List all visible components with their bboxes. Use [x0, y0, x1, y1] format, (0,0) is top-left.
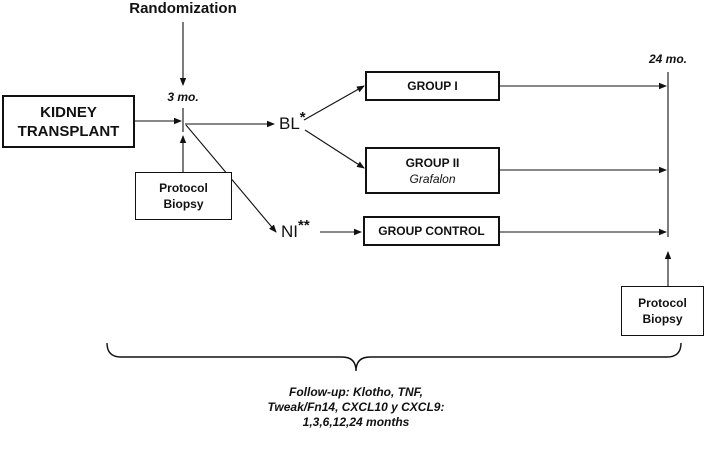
- followup-text: Follow-up: Klotho, TNF, Tweak/Fn14, CXCL…: [246, 385, 466, 430]
- kidney-transplant-line-2: TRANSPLANT: [17, 122, 120, 140]
- bl-to-group2-arrow: [304, 129, 365, 169]
- followup-line-1: Follow-up: Klotho, TNF,: [289, 385, 423, 399]
- kidney-transplant-box: KIDNEY TRANSPLANT: [2, 95, 135, 148]
- followup-line-2: Tweak/Fn14, CXCL10 y CXCL9:: [267, 400, 445, 414]
- followup-line-3: 1,3,6,12,24 months: [302, 415, 410, 429]
- group2-drug-label: Grafalon: [409, 171, 456, 186]
- protocol-biopsy-right-box: Protocol Biopsy: [621, 286, 704, 336]
- timepoint-3-label: 3 mo.: [167, 90, 199, 104]
- ni-label: NI: [281, 222, 298, 241]
- bl-label: BL: [279, 114, 300, 133]
- group1-label: GROUP I: [407, 79, 458, 93]
- protocol-biopsy-left-line-1: Protocol: [159, 181, 208, 195]
- group1-box: GROUP I: [365, 71, 500, 101]
- protocol-biopsy-right-line-1: Protocol: [638, 296, 687, 310]
- group-control-label: GROUP CONTROL: [378, 224, 485, 238]
- group2-box: GROUP II Grafalon: [365, 147, 500, 194]
- bl-to-group1-arrow: [303, 85, 365, 121]
- randomization-label: Randomization: [129, 0, 237, 17]
- kidney-transplant-line-1: KIDNEY: [40, 103, 97, 121]
- protocol-biopsy-left-line-2: Biopsy: [163, 197, 204, 211]
- bl-footnote-mark: *: [299, 109, 306, 126]
- ni-node: NI**: [281, 217, 310, 242]
- timepoint-24-label: 24 mo.: [648, 52, 687, 66]
- group2-label: GROUP II: [405, 155, 460, 170]
- followup-brace: [106, 342, 682, 372]
- bl-node: BL*: [279, 109, 306, 134]
- group-control-box: GROUP CONTROL: [363, 216, 500, 246]
- protocol-biopsy-left-box: Protocol Biopsy: [135, 172, 232, 220]
- protocol-biopsy-right-line-2: Biopsy: [642, 312, 683, 326]
- ni-footnote-mark: **: [298, 217, 310, 234]
